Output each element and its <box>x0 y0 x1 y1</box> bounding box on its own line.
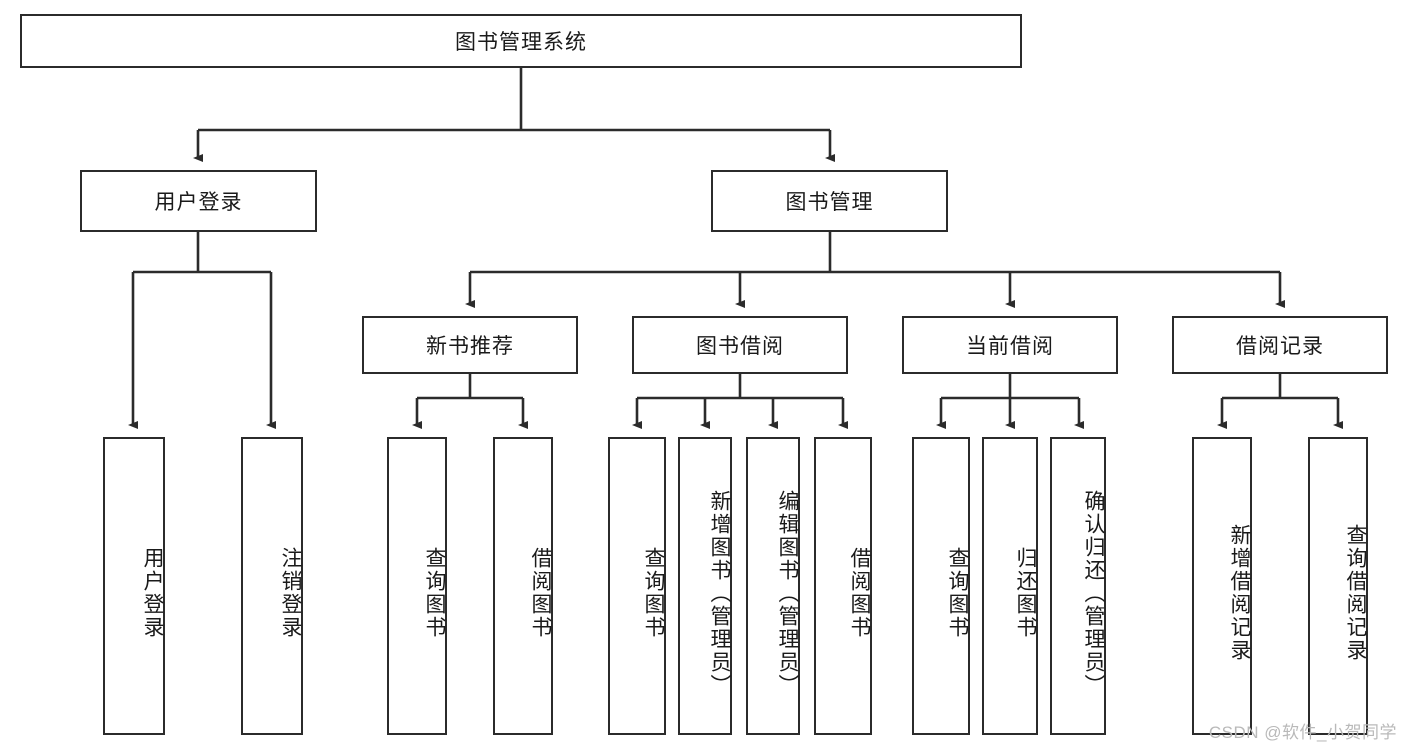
node-label: 借阅图书 <box>848 547 871 639</box>
node-book-borrow[interactable]: 图书借阅 <box>632 316 848 374</box>
node-label: 借阅图书 <box>529 547 552 639</box>
node-book-management[interactable]: 图书管理 <box>711 170 948 232</box>
node-label: 注销登录 <box>279 547 302 639</box>
node-leaf-add-book[interactable]: 新增图书（管理员） <box>678 437 732 735</box>
node-leaf-borrow-book-2[interactable]: 借阅图书 <box>814 437 872 735</box>
node-label: 用户登录 <box>141 547 164 639</box>
node-user-login[interactable]: 用户登录 <box>80 170 317 232</box>
node-label: 当前借阅 <box>966 335 1054 358</box>
node-label: 新增借阅记录 <box>1228 524 1251 662</box>
node-label: 查询图书 <box>423 547 446 639</box>
node-leaf-borrow-book-1[interactable]: 借阅图书 <box>493 437 553 735</box>
node-leaf-query-book-2[interactable]: 查询图书 <box>608 437 666 735</box>
watermark: CSDN @软件_小贺同学 <box>1208 723 1397 742</box>
node-leaf-query-record[interactable]: 查询借阅记录 <box>1308 437 1368 735</box>
node-leaf-user-login[interactable]: 用户登录 <box>103 437 165 735</box>
node-label: 编辑图书（管理员） <box>776 489 799 697</box>
node-leaf-confirm-return[interactable]: 确认归还（管理员） <box>1050 437 1106 735</box>
node-label: 新增图书（管理员） <box>708 489 731 697</box>
node-leaf-return-book[interactable]: 归还图书 <box>982 437 1038 735</box>
node-new-book-recommend[interactable]: 新书推荐 <box>362 316 578 374</box>
node-borrow-record[interactable]: 借阅记录 <box>1172 316 1388 374</box>
node-label: 借阅记录 <box>1236 335 1324 358</box>
node-leaf-edit-book[interactable]: 编辑图书（管理员） <box>746 437 800 735</box>
node-label: 查询图书 <box>946 547 969 639</box>
node-leaf-logout[interactable]: 注销登录 <box>241 437 303 735</box>
node-label: 图书管理 <box>785 191 874 214</box>
node-label: 新书推荐 <box>426 335 514 358</box>
node-leaf-add-record[interactable]: 新增借阅记录 <box>1192 437 1252 735</box>
node-leaf-query-book-3[interactable]: 查询图书 <box>912 437 970 735</box>
node-label: 查询图书 <box>642 547 665 639</box>
node-label: 归还图书 <box>1014 547 1037 639</box>
node-label: 查询借阅记录 <box>1344 524 1367 662</box>
node-label: 图书借阅 <box>696 335 784 358</box>
node-root-book-management-system[interactable]: 图书管理系统 <box>20 14 1022 68</box>
node-current-borrow[interactable]: 当前借阅 <box>902 316 1118 374</box>
node-label: 确认归还（管理员） <box>1082 489 1105 697</box>
node-label: 图书管理系统 <box>455 31 587 54</box>
node-leaf-query-book-1[interactable]: 查询图书 <box>387 437 447 735</box>
node-label: 用户登录 <box>154 191 243 214</box>
